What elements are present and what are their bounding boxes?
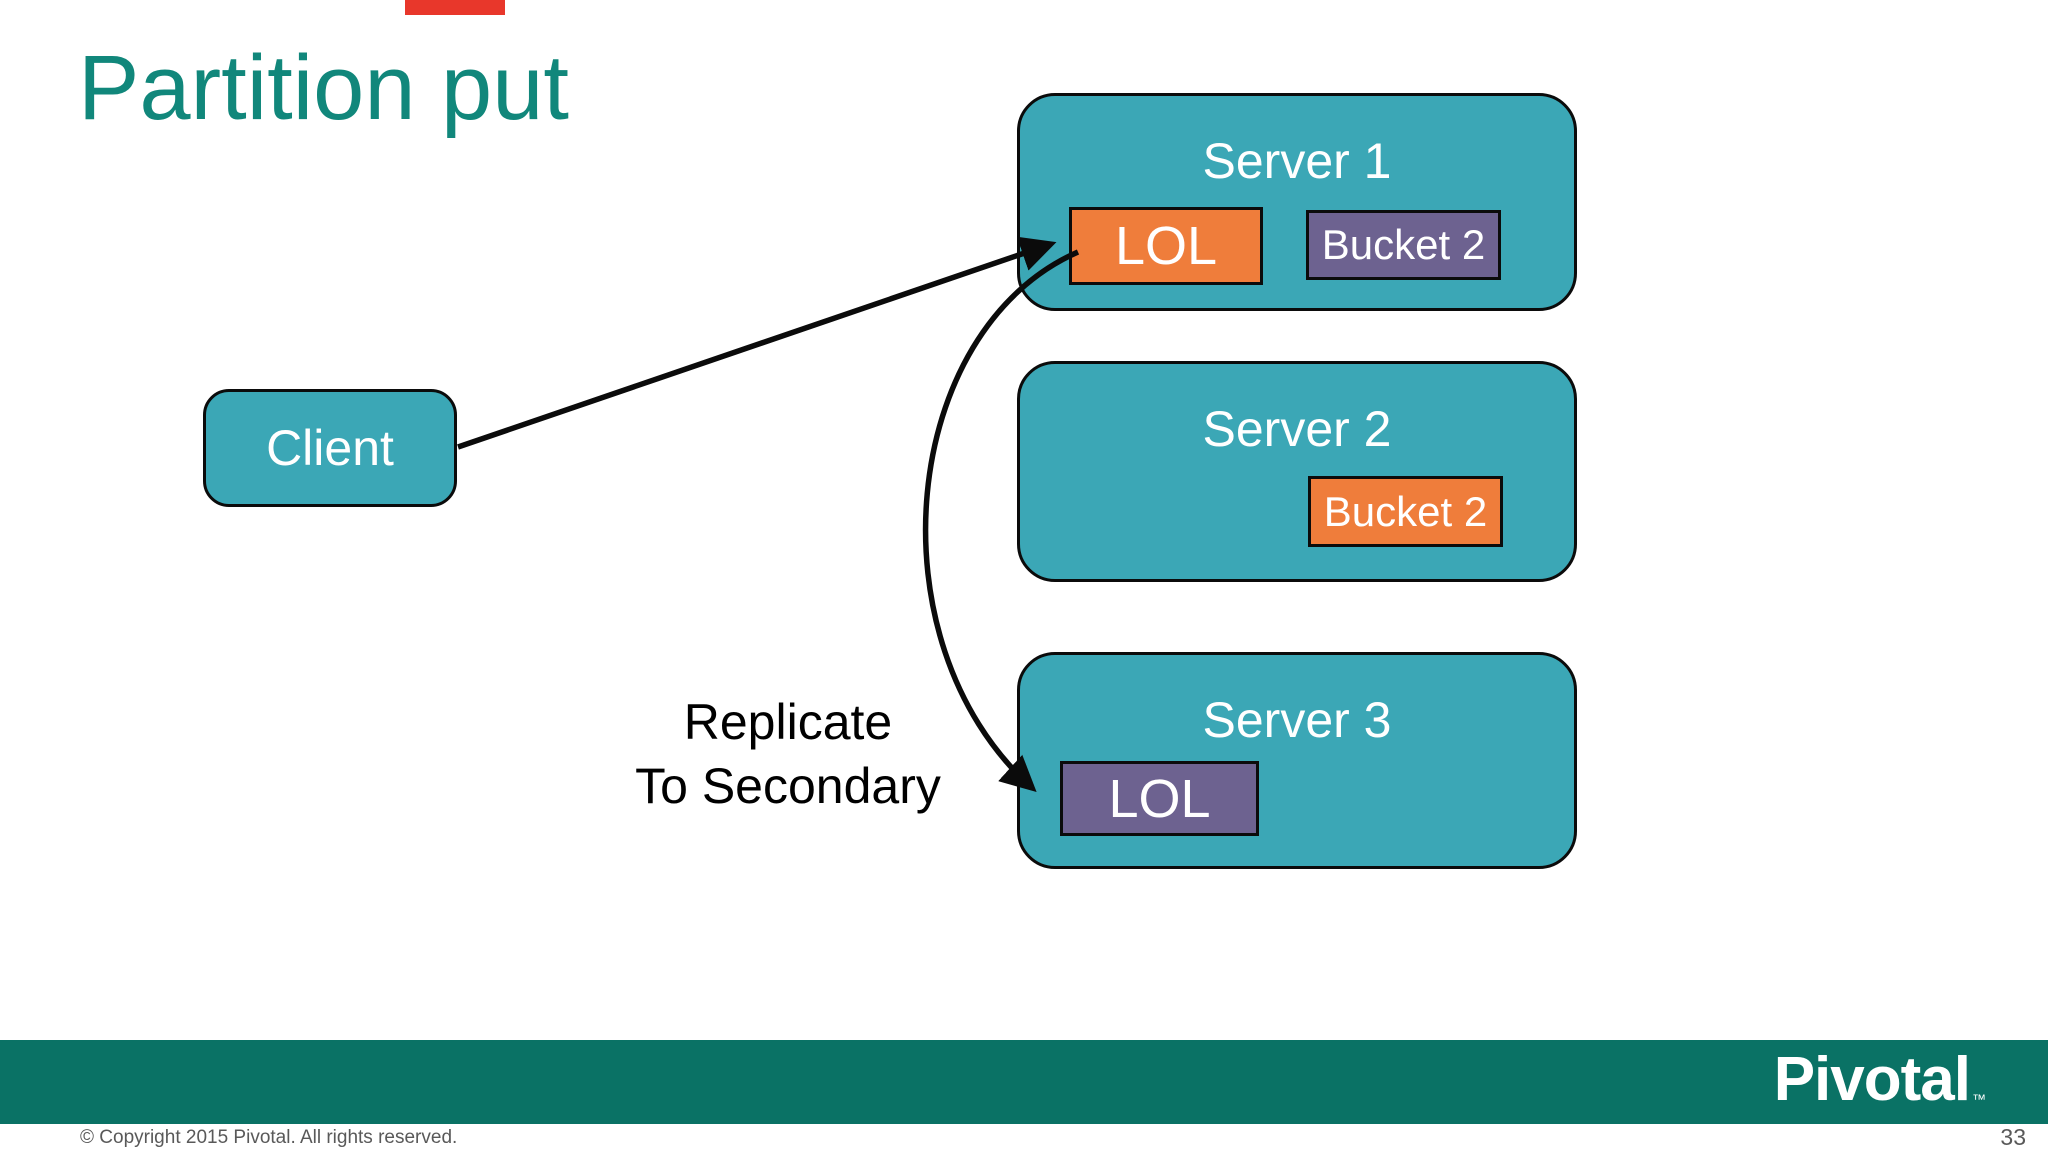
server-3-node: Server 3 LOL — [1017, 652, 1577, 869]
server-2-bucket-label: Bucket 2 — [1323, 487, 1488, 535]
client-label: Client — [266, 420, 394, 476]
server-1-secondary-bucket-label: Bucket 2 — [1321, 221, 1486, 268]
replicate-annotation-line2: To Secondary — [635, 758, 941, 814]
client-put-arrow — [457, 236, 1057, 450]
server-2-node: Server 2 Bucket 2 — [1017, 361, 1577, 582]
copyright-text: © Copyright 2015 Pivotal. All rights res… — [80, 1127, 458, 1148]
server-1-primary-bucket: LOL — [1069, 207, 1263, 285]
pivotal-trademark: ™ — [1972, 1091, 1986, 1107]
server-2-label: Server 2 — [1202, 401, 1392, 457]
server-2-bucket: Bucket 2 — [1308, 476, 1503, 547]
server-1-primary-bucket-label: LOL — [1114, 216, 1218, 276]
server-3-bucket: LOL — [1060, 761, 1259, 836]
server-1-node: Server 1 LOL Bucket 2 — [1017, 93, 1577, 311]
client-node: Client — [203, 389, 457, 507]
server-3-bucket-label: LOL — [1108, 768, 1211, 829]
server-3-label: Server 3 — [1202, 692, 1392, 748]
page-number: 33 — [2000, 1124, 2026, 1150]
slide-title: Partition put — [78, 37, 569, 139]
replicate-annotation: Replicate To Secondary — [538, 690, 1038, 818]
top-red-marker — [405, 0, 505, 15]
server-1-secondary-bucket: Bucket 2 — [1306, 210, 1501, 280]
pivotal-logo-text: Pivotal — [1773, 1045, 1971, 1114]
server-1-label: Server 1 — [1202, 133, 1392, 189]
replicate-annotation-line1: Replicate — [683, 694, 893, 750]
